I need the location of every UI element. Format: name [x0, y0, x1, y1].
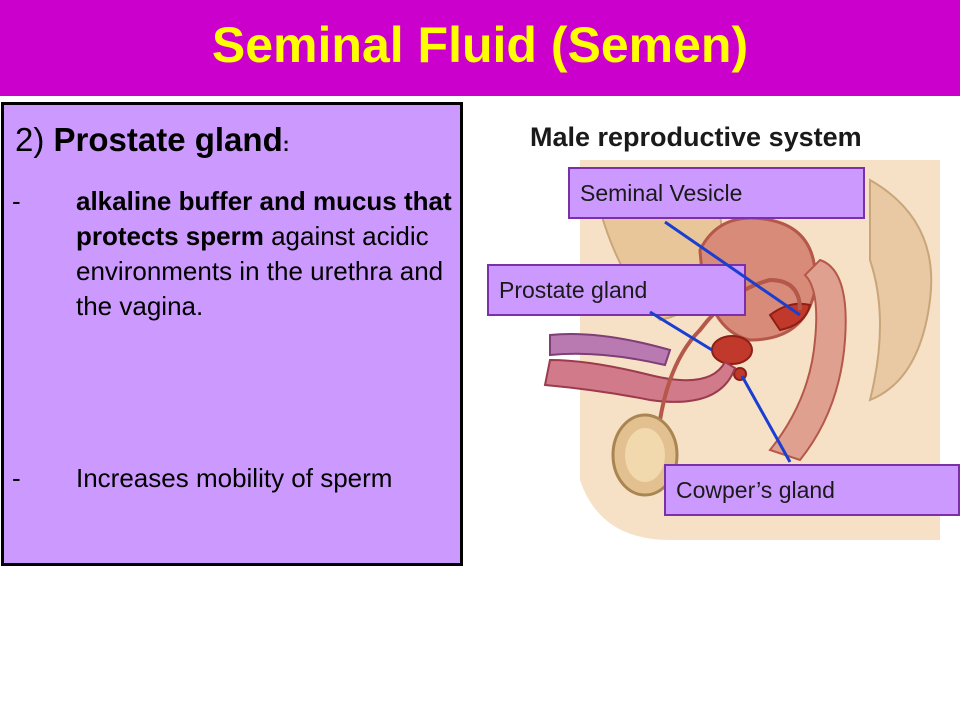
bullet-dash: -: [12, 463, 21, 493]
label-seminal-vesicle: Seminal Vesicle: [568, 167, 865, 219]
diagram-title: Male reproductive system: [530, 122, 862, 152]
heading-name: Prostate gland: [53, 121, 283, 158]
text-box: 2) Prostate gland: - alkaline buffer and…: [1, 102, 463, 566]
bullet-1: - alkaline buffer and mucus that protect…: [12, 184, 452, 324]
label-prostate-gland: Prostate gland: [487, 264, 746, 316]
testis-inner: [625, 428, 665, 482]
bullet-text: Increases mobility of sperm: [76, 463, 393, 493]
bullet-dash: -: [12, 186, 21, 216]
bullet-text: against acidic environments in the ureth…: [76, 221, 444, 321]
erectile-tissue: [549, 333, 672, 367]
bullet-bold-text: alkaline buffer and mucus that protects …: [76, 186, 452, 251]
heading: 2) Prostate gland:: [15, 121, 289, 159]
label-cowpers-gland: Cowper’s gland: [664, 464, 960, 516]
title-bar: [0, 0, 960, 96]
heading-colon: :: [282, 134, 290, 156]
sacrum: [868, 178, 933, 402]
cowpers-gland: [733, 367, 747, 381]
slide-title: Seminal Fluid (Semen): [211, 17, 749, 73]
penis: [543, 358, 737, 403]
heading-number: 2): [15, 121, 54, 158]
bullet-2: - Increases mobility of sperm: [12, 461, 452, 496]
prostate: [711, 335, 753, 365]
